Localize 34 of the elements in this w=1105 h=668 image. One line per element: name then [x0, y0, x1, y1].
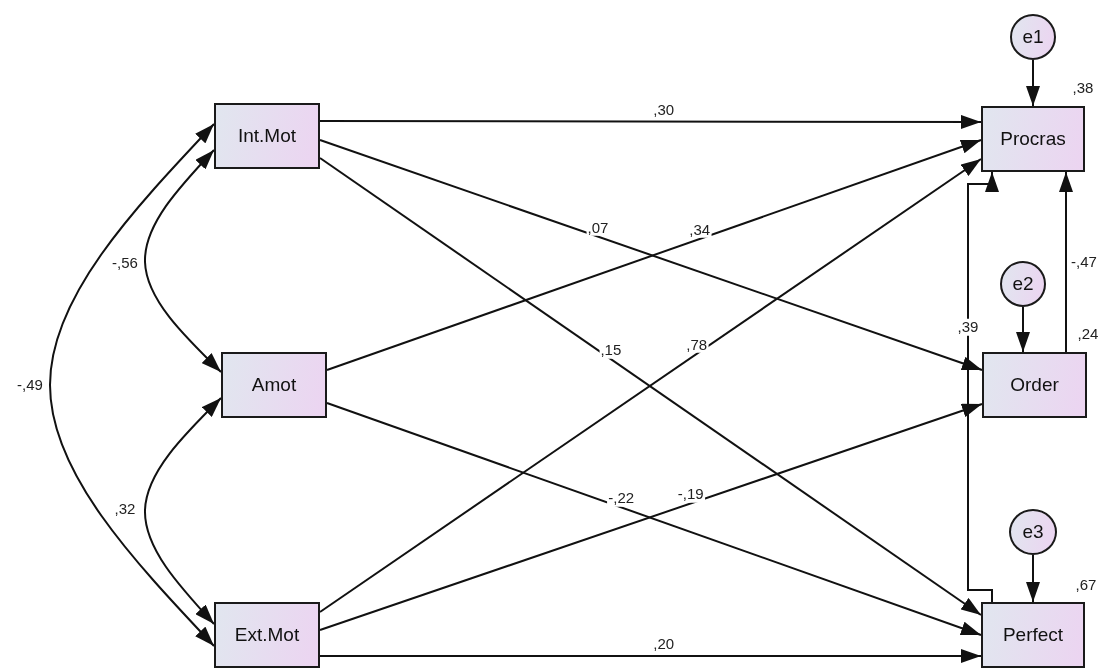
variable-box: [981, 106, 1085, 172]
arrow: [319, 114, 982, 129]
variable-name: e2: [1012, 273, 1034, 295]
arrow: [1026, 554, 1040, 603]
r-squared-value: ,67: [1074, 576, 1098, 594]
variable-box: [981, 602, 1085, 668]
arrow: [1016, 306, 1030, 353]
variable-name: Perfect: [1002, 624, 1064, 646]
variable-box: [214, 602, 320, 668]
edge-label: -,19: [676, 486, 705, 503]
covariance-arrow: [144, 149, 222, 373]
variable-box: [982, 352, 1087, 418]
edge-label: ,39: [956, 318, 980, 336]
arrow: [967, 171, 999, 603]
covariance-arrow: [49, 123, 215, 647]
variable-box: [214, 103, 320, 169]
edge-label: -,22: [607, 490, 636, 507]
arrow: [1026, 59, 1040, 107]
variable-name: Order: [1010, 374, 1059, 396]
variable-name: e1: [1022, 26, 1044, 48]
variable-name: Procras: [1000, 128, 1066, 150]
variable-name: Int.Mot: [237, 125, 297, 147]
arrow: [319, 649, 982, 663]
variable-name: Ext.Mot: [234, 624, 300, 646]
error-term-circle: [1010, 14, 1056, 60]
r-squared-value: ,24: [1076, 325, 1100, 343]
error-term-circle: [1000, 261, 1046, 307]
error-term-circle: [1009, 509, 1057, 555]
arrow: [1059, 171, 1073, 353]
variable-name: Amot: [251, 374, 297, 396]
variable-name: e3: [1022, 521, 1044, 543]
covariance-arrow: [144, 397, 222, 625]
r-squared-value: ,38: [1071, 79, 1095, 97]
variable-box: [221, 352, 327, 418]
